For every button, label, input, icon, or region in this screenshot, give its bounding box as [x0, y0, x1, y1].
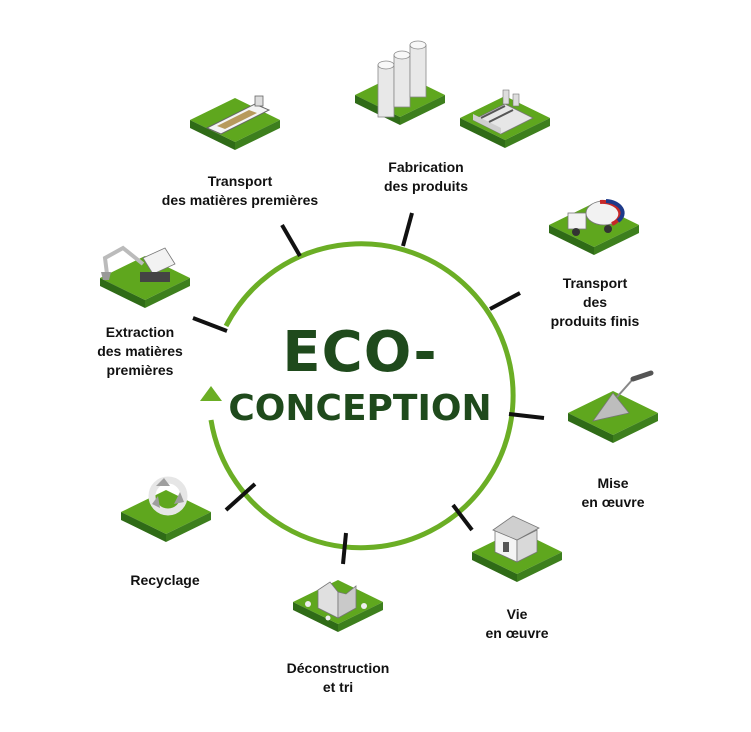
excavator-icon [100, 245, 190, 308]
label-fabrication-line2: des produits [383, 178, 468, 194]
recycle-icon [121, 476, 211, 542]
tick-extraction [192, 316, 228, 333]
label-transport-finished-line2: des [582, 294, 608, 310]
label-deconstruction-line2: et tri [322, 679, 354, 695]
cycle-arrowhead-icon [200, 386, 222, 401]
label-fabrication-line1: Fabrication [388, 159, 464, 175]
tick-recyclage [224, 482, 257, 512]
tick-transport-raw [280, 223, 302, 258]
tick-fabrication [401, 212, 414, 247]
factory-building-icon [460, 89, 550, 148]
label-mise-en-oeuvre: Mise en œuvre [563, 474, 663, 512]
label-mise-line2: en œuvre [581, 494, 645, 510]
trowel-icon [568, 370, 658, 443]
label-extraction-line2: des matières [97, 343, 183, 359]
cargo-ship-icon [190, 95, 280, 150]
label-transport-finished-line3: produits finis [550, 313, 640, 329]
stage-ticks [192, 212, 545, 565]
tick-mise [508, 412, 545, 420]
label-transport-raw: Transport des matières premières [145, 172, 335, 210]
label-transport-raw-line1: Transport [207, 173, 273, 189]
label-vie-line1: Vie [506, 606, 528, 622]
label-mise-line1: Mise [597, 475, 629, 491]
label-transport-raw-line2: des matières premières [161, 192, 319, 208]
house-icon [472, 515, 562, 582]
demolition-icon [293, 580, 383, 632]
title-conception: CONCEPTION [228, 388, 492, 429]
label-vie-line2: en œuvre [485, 625, 549, 641]
label-transport-finished: Transport des produits finis [540, 274, 650, 331]
cycle-ring [200, 241, 516, 551]
title-eco: ECO- [282, 320, 438, 385]
tick-deconstruction [341, 532, 348, 565]
tick-transport-finished [489, 291, 521, 311]
label-recyclage-line1: Recyclage [130, 572, 200, 588]
label-vie-en-oeuvre: Vie en œuvre [467, 605, 567, 643]
label-transport-finished-line1: Transport [562, 275, 628, 291]
label-extraction-line3: premières [106, 362, 174, 378]
label-deconstruction: Déconstruction et tri [268, 659, 408, 697]
factory-silos-icon [355, 40, 445, 125]
label-extraction: Extraction des matières premières [80, 323, 200, 380]
label-extraction-line1: Extraction [105, 324, 175, 340]
tick-vie [451, 503, 474, 532]
label-recyclage: Recyclage [115, 571, 215, 590]
label-fabrication: Fabrication des produits [366, 158, 486, 196]
label-deconstruction-line1: Déconstruction [286, 660, 390, 676]
mixer-truck-icon [549, 199, 639, 255]
